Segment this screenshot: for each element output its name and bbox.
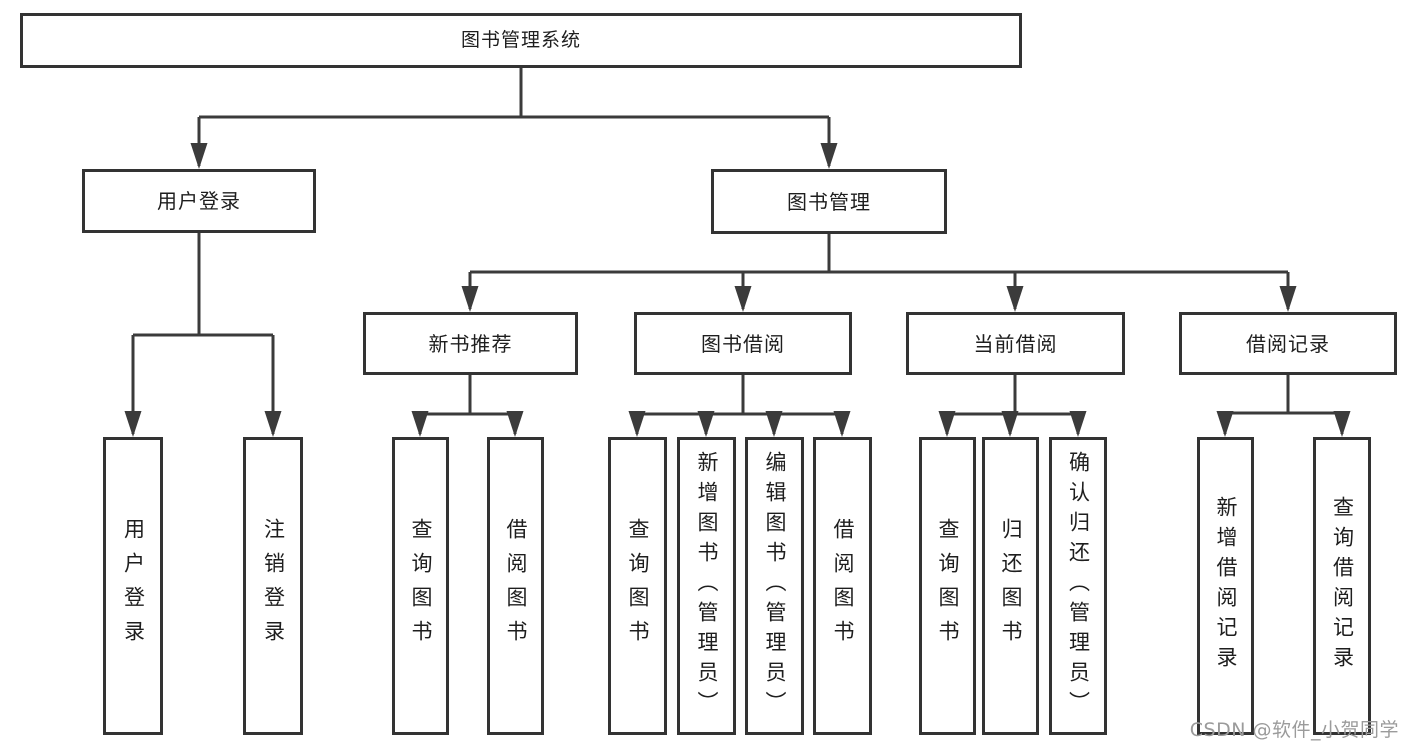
node-book-borrow: 图书借阅 — [634, 312, 852, 375]
node-current-borrow-label: 当前借阅 — [973, 331, 1058, 356]
leaf-query-borrow-record-label: 查询借阅记录 — [1330, 496, 1355, 676]
leaf-return-books-label: 归还图书 — [999, 518, 1023, 654]
leaf-query-books-current: 查询图书 — [919, 437, 976, 735]
leaf-borrow-books-recommend-label: 借阅图书 — [504, 518, 528, 654]
leaf-user-login-label: 用户登录 — [121, 518, 146, 654]
leaf-query-books-current-label: 查询图书 — [936, 518, 960, 654]
leaf-query-books-recommend: 查询图书 — [392, 437, 449, 735]
leaf-query-books-recommend-label: 查询图书 — [409, 518, 433, 654]
leaf-query-borrow-record: 查询借阅记录 — [1313, 437, 1371, 735]
leaf-edit-books-admin: 编辑图书（管理员） — [745, 437, 804, 735]
node-library-system-label: 图书管理系统 — [460, 29, 581, 51]
csdn-watermark: CSDN @软件_小贺同学 — [1189, 719, 1399, 741]
leaf-add-books-admin: 新增图书（管理员） — [677, 437, 736, 735]
leaf-add-borrow-record: 新增借阅记录 — [1197, 437, 1254, 735]
leaf-borrow-books-recommend: 借阅图书 — [487, 437, 544, 735]
leaf-return-books: 归还图书 — [982, 437, 1039, 735]
node-new-book-recommend-label: 新书推荐 — [428, 331, 513, 356]
leaf-user-login: 用户登录 — [103, 437, 163, 735]
node-book-borrow-label: 图书借阅 — [701, 331, 785, 356]
node-book-management: 图书管理 — [711, 169, 947, 234]
leaf-confirm-return-admin-label: 确认归还（管理员） — [1066, 451, 1091, 721]
leaf-borrow-books-label: 借阅图书 — [831, 518, 855, 654]
leaf-query-books-borrow-label: 查询图书 — [626, 518, 650, 654]
leaf-borrow-books: 借阅图书 — [813, 437, 872, 735]
node-user-login-label: 用户登录 — [157, 189, 241, 213]
leaf-query-books-borrow: 查询图书 — [608, 437, 667, 735]
node-current-borrow: 当前借阅 — [906, 312, 1125, 375]
leaf-confirm-return-admin: 确认归还（管理员） — [1049, 437, 1107, 735]
node-borrow-records-label: 借阅记录 — [1246, 331, 1330, 356]
leaf-edit-books-admin-label: 编辑图书（管理员） — [763, 451, 787, 721]
node-book-management-label: 图书管理 — [787, 189, 871, 214]
node-user-login: 用户登录 — [82, 169, 316, 233]
leaf-add-books-admin-label: 新增图书（管理员） — [695, 451, 719, 721]
node-library-system: 图书管理系统 — [20, 13, 1022, 68]
node-new-book-recommend: 新书推荐 — [363, 312, 578, 375]
arrowheads — [124, 143, 1351, 437]
leaf-logout: 注销登录 — [243, 437, 303, 735]
node-borrow-records: 借阅记录 — [1179, 312, 1397, 375]
leaf-add-borrow-record-label: 新增借阅记录 — [1214, 496, 1238, 676]
leaf-logout-label: 注销登录 — [261, 518, 286, 654]
